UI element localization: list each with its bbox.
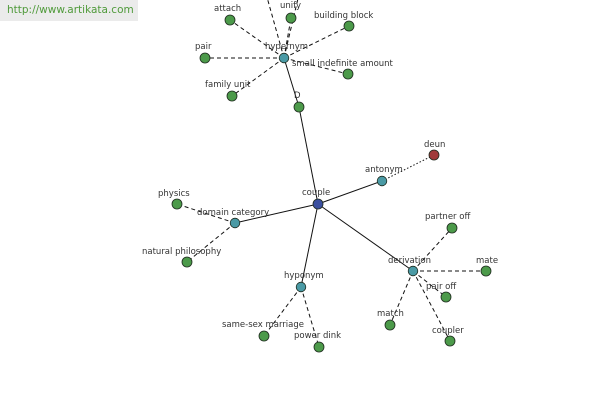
node-d-word-node[interactable] [293, 101, 305, 113]
node-samesexmarriage-word-node[interactable] [258, 330, 270, 342]
edge-hypernym-smallamount [283, 57, 349, 75]
node-hypernym-relation-node[interactable] [278, 52, 290, 64]
node-label-hypernym[interactable]: hypernym [265, 42, 308, 52]
edge-couple-hyponym [300, 203, 319, 288]
node-label-pair[interactable]: pair [195, 42, 212, 52]
node-pair-word-node[interactable] [199, 52, 211, 64]
node-familyunit-word-node[interactable] [226, 90, 238, 102]
node-label-buildingblock[interactable]: building block [314, 11, 373, 21]
node-label-physics[interactable]: physics [158, 189, 190, 199]
site-watermark-link[interactable]: http://www.artikata.com [0, 0, 138, 21]
edge-hypernym-buildingblock [283, 25, 350, 59]
edge-derivation-partneroff [412, 227, 453, 272]
node-deun-word-node[interactable] [428, 149, 440, 161]
node-label-domain[interactable]: domain category [197, 208, 269, 218]
edge-hyponym-samesexmarriage [263, 286, 302, 337]
node-label-partneroff[interactable]: partner off [425, 212, 471, 222]
edge-couple-derivation [317, 203, 414, 272]
node-label-smallamount[interactable]: small indefinite amount [292, 59, 394, 69]
node-domain-relation-node[interactable] [229, 217, 241, 229]
node-match-word-node[interactable] [384, 319, 396, 331]
edge-derivation-pairoff [412, 270, 447, 298]
node-naturalphilosophy-word-node[interactable] [181, 256, 193, 268]
edge-hypernym-unify [283, 17, 292, 59]
node-smallamount-word-node[interactable] [342, 68, 354, 80]
labels-layer: couple hypernym antonym domain category deri… [142, 1, 498, 341]
node-hyponym-relation-node[interactable] [295, 281, 307, 293]
node-mate-word-node[interactable] [480, 265, 492, 277]
node-label-familyunit[interactable]: family unit [205, 80, 251, 90]
node-label-samesexmarriage[interactable]: same-sex marriage [222, 320, 304, 330]
node-label-derivation[interactable]: derivation [388, 256, 431, 266]
edge-couple-d [298, 106, 319, 205]
node-label-antonym[interactable]: antonym [365, 165, 403, 175]
node-coupler-word-node[interactable] [444, 335, 456, 347]
node-partneroff-word-node[interactable] [446, 222, 458, 234]
node-attach-word-node[interactable] [224, 14, 236, 26]
edge-domain-physics [176, 203, 236, 224]
edge-derivation-match [389, 270, 414, 326]
node-label-attach[interactable]: attach [214, 4, 241, 14]
edge-hypernym-offtop2 [283, 0, 299, 59]
node-label-pairoff[interactable]: pair off [426, 282, 457, 292]
node-unify-word-node[interactable] [285, 12, 297, 24]
node-buildingblock-word-node[interactable] [343, 20, 355, 32]
edge-antonym-deun [381, 154, 435, 182]
edge-hypernym-offtop1 [267, 0, 285, 59]
edge-hypernym-attach [229, 19, 285, 59]
nodes-layer [171, 12, 492, 353]
node-couple-center-node[interactable] [312, 198, 324, 210]
edge-domain-naturalphilosophy [186, 222, 236, 263]
edge-derivation-coupler [412, 270, 451, 342]
node-label-couple[interactable]: couple [302, 188, 330, 198]
node-label-deun[interactable]: deun [424, 140, 445, 150]
edges-layer [176, 0, 486, 348]
node-label-match[interactable]: match [377, 309, 404, 319]
edge-hypernym-familyunit [231, 57, 285, 97]
node-label-powerdink[interactable]: power dink [294, 331, 341, 341]
node-powerdink-word-node[interactable] [313, 341, 325, 353]
node-antonym-relation-node[interactable] [376, 175, 388, 187]
node-pairoff-word-node[interactable] [440, 291, 452, 303]
node-label-d[interactable]: D [294, 91, 301, 101]
node-label-hyponym[interactable]: hyponym [284, 271, 324, 281]
node-physics-word-node[interactable] [171, 198, 183, 210]
edge-couple-domain [234, 203, 319, 224]
node-label-unify[interactable]: unify [280, 1, 301, 11]
node-label-mate[interactable]: mate [476, 256, 498, 266]
edge-hyponym-powerdink [300, 286, 320, 348]
edge-d-hypernym [283, 57, 300, 108]
edge-couple-antonym [317, 180, 383, 205]
node-label-coupler[interactable]: coupler [432, 326, 464, 336]
node-derivation-relation-node[interactable] [407, 265, 419, 277]
node-label-naturalphilosophy[interactable]: natural philosophy [142, 247, 221, 257]
